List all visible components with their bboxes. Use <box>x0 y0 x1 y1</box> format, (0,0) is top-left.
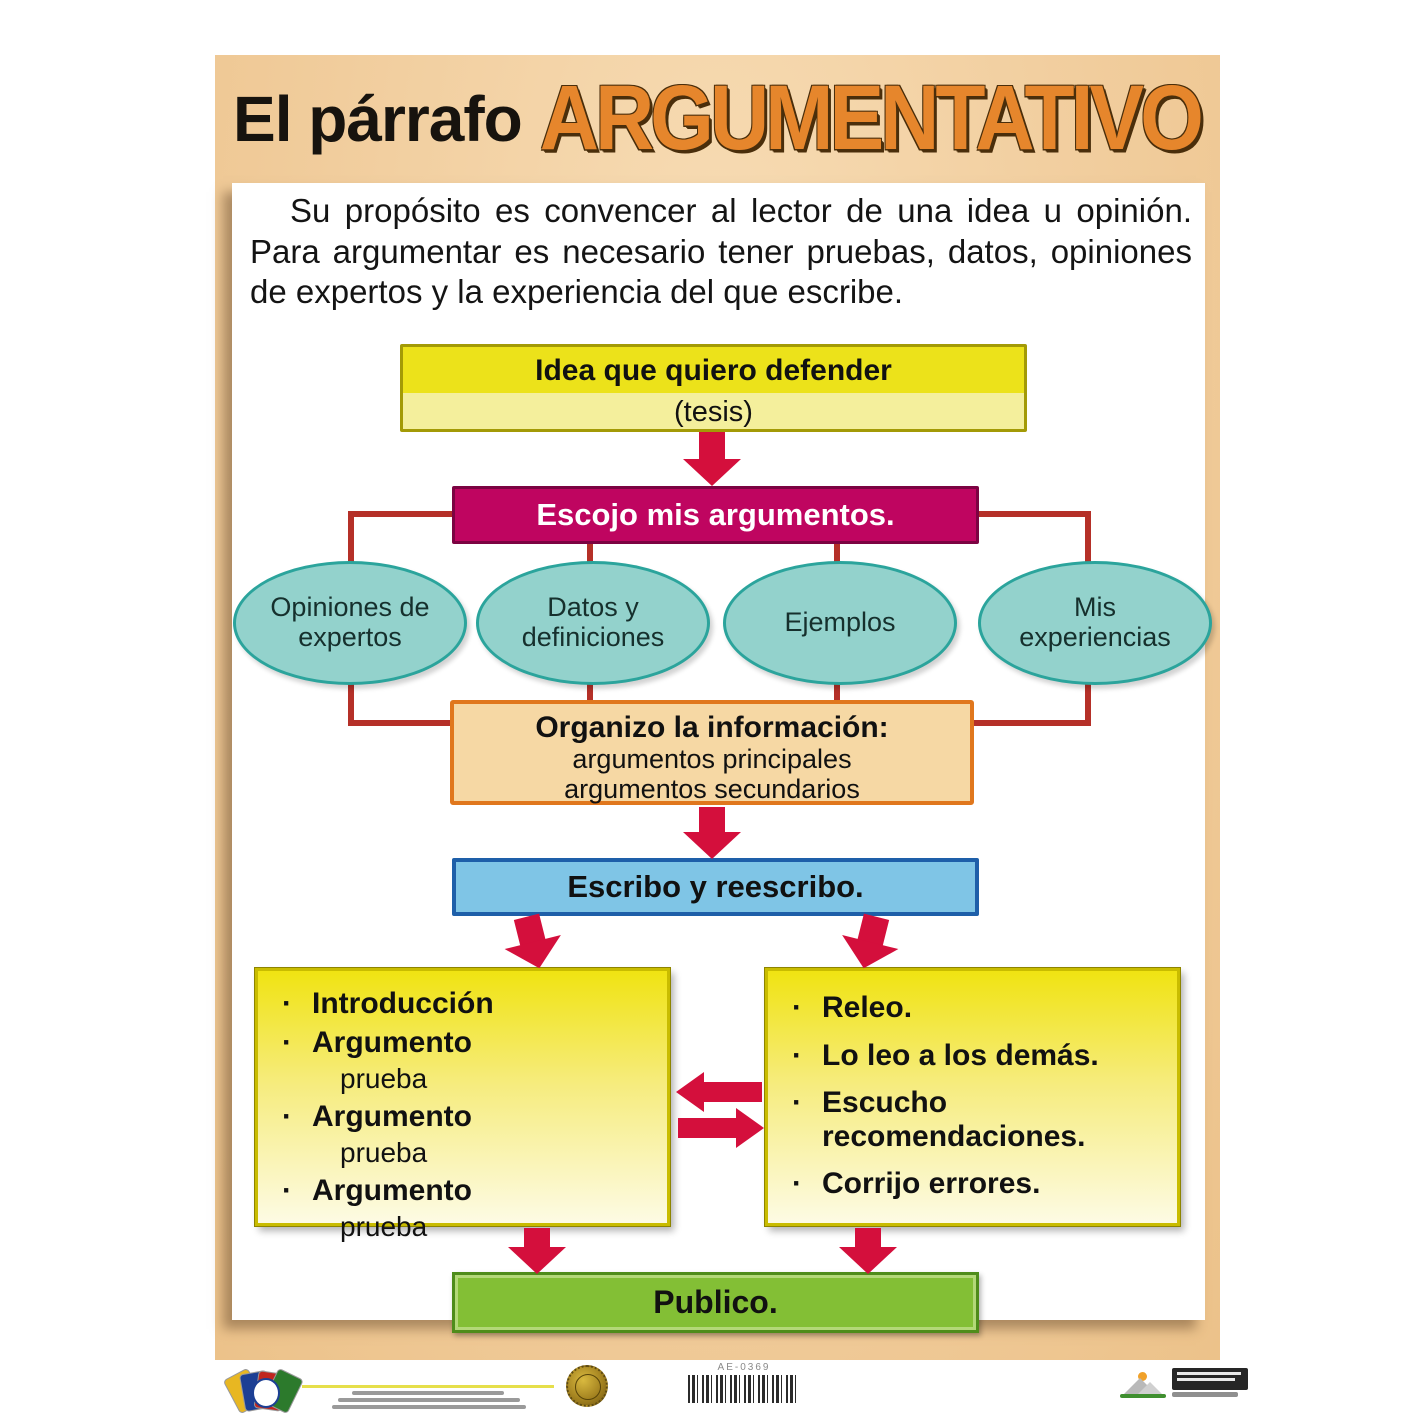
connector-right-bottom <box>971 720 1091 726</box>
draft-item-main: Argumento <box>312 1173 472 1207</box>
review-item: Releo. <box>822 991 913 1024</box>
brand-logo-icon <box>1172 1368 1248 1390</box>
gold-seal-icon <box>566 1365 608 1407</box>
arrow-idea-to-choose-shaft <box>699 432 725 460</box>
arrow-draft-to-review-shaft <box>678 1118 738 1138</box>
arrow-draft-to-review-head <box>736 1108 764 1148</box>
arrow-draft-to-publish-shaft <box>524 1228 550 1248</box>
draft-item-sub: prueba <box>340 1211 428 1243</box>
publisher-address-text <box>352 1391 504 1395</box>
intro-paragraph: Su propósito es convencer al lector de u… <box>250 192 1192 311</box>
arrow-review-to-publish-head <box>839 1247 897 1274</box>
connector-right-top <box>976 511 1091 517</box>
organize-line1: argumentos principales <box>572 744 852 774</box>
connector-left-bottom <box>348 720 455 726</box>
bullet: · <box>792 1038 802 1072</box>
bullet: · <box>792 1167 802 1201</box>
draft-item-sub: prueba <box>340 1063 428 1095</box>
arrow-review-to-draft-shaft <box>702 1082 762 1102</box>
arrow-idea-to-choose-head <box>683 459 741 486</box>
sun-shape <box>1138 1372 1147 1381</box>
source-label: Datos y definiciones <box>521 592 665 652</box>
draft-item-main: Introducción <box>312 987 494 1020</box>
source-ellipse-ejemplos: Ejemplos <box>723 561 957 685</box>
bullet: · <box>282 1099 292 1133</box>
arrow-review-to-draft-head <box>676 1072 704 1112</box>
barcode-label: AE-0369 <box>717 1362 771 1373</box>
card-oval <box>252 1378 280 1408</box>
organize-box: Organizo la información: argumentos prin… <box>450 700 974 805</box>
source-label: Mis experiencias <box>1019 592 1171 652</box>
review-panel: · Releo. · Lo leo a los demás. · Escucho… <box>765 968 1180 1226</box>
organize-line2: argumentos secundarios <box>564 774 860 805</box>
bullet: · <box>282 1025 292 1059</box>
list-item: · Introducción <box>282 987 659 1021</box>
arrow-organize-to-write-shaft <box>699 807 725 833</box>
list-item: · Escucho recomendaciones. <box>792 1086 1169 1153</box>
barcode-icon <box>688 1375 800 1403</box>
review-item: Lo leo a los demás. <box>822 1038 1099 1072</box>
draft-item-main: Argumento <box>312 1025 472 1059</box>
idea-box: Idea que quiero defender (tesis) <box>400 344 1027 432</box>
list-item: · Argumento <box>282 1026 659 1060</box>
list-item: · Argumento <box>282 1100 659 1134</box>
brand-text-bar <box>1177 1378 1235 1381</box>
draft-panel: · Introducción · Argumento prueba · Argu… <box>255 968 670 1242</box>
idea-box-title: Idea que quiero defender <box>403 347 1024 393</box>
source-ellipse-datos: Datos y definiciones <box>476 561 710 685</box>
draft-item-main: Argumento <box>312 1099 472 1133</box>
source-ellipse-opiniones: Opiniones de expertos <box>233 561 467 685</box>
organize-title: Organizo la información: <box>535 711 889 744</box>
publish-box: Publico. <box>452 1272 979 1333</box>
footer-divider-line <box>302 1385 554 1388</box>
title-el-parrafo: El párrafo <box>233 83 523 155</box>
arrow-organize-to-write-head <box>683 832 741 859</box>
list-item: · Corrijo errores. <box>792 1167 1169 1201</box>
bullet: · <box>792 991 802 1024</box>
source-ellipse-experiencias: Mis experiencias <box>978 561 1212 685</box>
footer: AE-0369 <box>0 1360 1422 1422</box>
bullet: · <box>282 987 292 1020</box>
choose-arguments-box: Escojo mis argumentos. <box>452 486 979 544</box>
bullet: · <box>282 1173 292 1207</box>
barcode-block: AE-0369 <box>688 1362 800 1403</box>
arrow-draft-to-publish-head <box>508 1247 566 1274</box>
mountain-shape <box>1138 1382 1162 1394</box>
list-item: · Lo leo a los demás. <box>792 1039 1169 1073</box>
bullet: · <box>792 1086 802 1120</box>
gold-seal-inner-ring <box>575 1374 601 1400</box>
idea-box-subtitle: (tesis) <box>674 396 753 428</box>
source-label: Ejemplos <box>784 607 896 638</box>
publisher-address-text <box>338 1398 520 1402</box>
arrow-review-to-publish-shaft <box>855 1228 881 1248</box>
brand-tagline-bar <box>1172 1392 1238 1397</box>
brand-text-bar <box>1177 1372 1241 1375</box>
title-argumentativo: ARGUMENTATIVO <box>539 67 1204 170</box>
source-label: Opiniones de expertos <box>270 592 430 652</box>
connector-left-top <box>348 511 455 517</box>
review-item: Escucho recomendaciones. <box>822 1086 1086 1153</box>
list-item: · Argumento <box>282 1174 659 1208</box>
list-item: · Releo. <box>792 991 1169 1025</box>
review-item: Corrijo errores. <box>822 1167 1041 1201</box>
poster-title: El párrafo ARGUMENTATIVO <box>233 67 1204 169</box>
publisher-address-text <box>332 1405 526 1409</box>
write-box: Escribo y reescribo. <box>452 858 979 916</box>
draft-item-sub: prueba <box>340 1137 428 1169</box>
mountain-base <box>1120 1394 1166 1398</box>
publisher-cards-logo-icon <box>222 1367 304 1415</box>
mountain-logo-icon <box>1120 1372 1166 1400</box>
